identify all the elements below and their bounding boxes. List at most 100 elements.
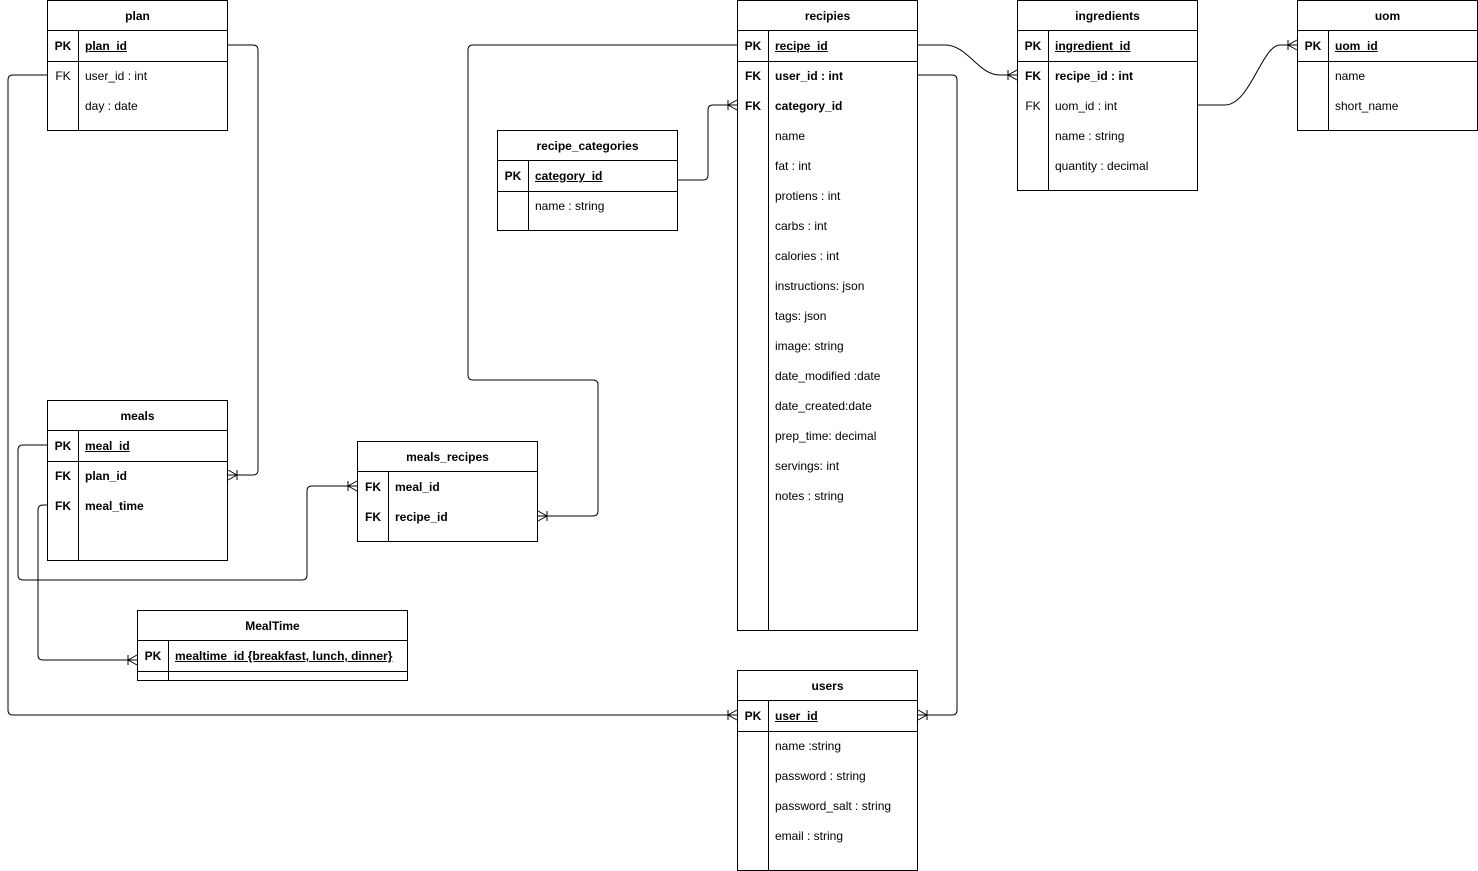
crows-foot-many-marker (537, 510, 548, 522)
key-column-divider (1048, 31, 1049, 190)
attribute-name: recipe_id (775, 39, 828, 53)
recipies-ingredients-link (918, 44, 1017, 76)
attribute-row-tags[interactable]: tags: json (738, 301, 917, 331)
attribute-row-day[interactable]: day : date (48, 91, 227, 121)
attribute-name: date_modified :date (775, 369, 881, 383)
entity-title: plan (48, 1, 227, 31)
key-type: FK (55, 69, 71, 83)
attribute-row-quantity[interactable]: quantity : decimal (1018, 151, 1197, 181)
attribute-row-name[interactable]: name : string (1018, 121, 1197, 151)
primary-key-divider (48, 61, 227, 62)
attribute-name: day : date (85, 99, 138, 113)
attribute-row-ingredient-id[interactable]: PK ingredient_id (1018, 31, 1197, 61)
crows-foot-many-marker (227, 469, 238, 481)
key-type (738, 821, 768, 851)
attribute-row-instructions[interactable]: instructions: json (738, 271, 917, 301)
attribute-row-uom-id[interactable]: PK uom_id (1298, 31, 1477, 61)
recipies-mealsrecipes-link (467, 44, 737, 517)
primary-key-divider (1298, 61, 1477, 62)
entity-title: MealTime (138, 611, 407, 641)
attribute-row-fat[interactable]: fat : int (738, 151, 917, 181)
key-type (738, 791, 768, 821)
plan-users-link (7, 74, 737, 716)
entity-title: users (738, 671, 917, 701)
attribute-name: ingredient_id (1055, 39, 1131, 53)
attribute-row-password[interactable]: password : string (738, 761, 917, 791)
attribute-row-password-salt[interactable]: password_salt : string (738, 791, 917, 821)
attribute-row-short-name[interactable]: short_name (1298, 91, 1477, 121)
key-type (738, 451, 768, 481)
plan-meals-link (228, 44, 259, 476)
primary-key-divider (48, 461, 227, 462)
attribute-row-date-modified[interactable]: date_modified :date (738, 361, 917, 391)
key-type (1018, 121, 1048, 151)
primary-key-divider (138, 671, 407, 672)
key-type: PK (144, 649, 162, 663)
attribute-name: recipe_id : int (1055, 69, 1134, 83)
key-type (738, 481, 768, 511)
attribute-row-date-created-date[interactable]: date_created:date (738, 391, 917, 421)
entity-title: meals (48, 401, 227, 431)
attribute-row-email[interactable]: email : string (738, 821, 917, 851)
attribute-row-carbs[interactable]: carbs : int (738, 211, 917, 241)
attribute-row-notes[interactable]: notes : string (738, 481, 917, 511)
key-type (48, 91, 78, 121)
attribute-row-name[interactable]: name :string (738, 731, 917, 761)
attribute-name: password_salt : string (775, 799, 892, 813)
key-type: PK (1304, 39, 1322, 53)
attribute-name: notes : string (775, 489, 844, 503)
entity-title: uom (1298, 1, 1477, 31)
attribute-name: protiens : int (775, 189, 841, 203)
attribute-name: mealtime_id {breakfast, lunch, dinner} (175, 649, 393, 663)
attribute-name: recipe_id (395, 510, 448, 524)
key-type: FK (55, 499, 71, 513)
attribute-name: email : string (775, 829, 844, 843)
key-type (738, 331, 768, 361)
ingredients-uom-link (1198, 44, 1297, 106)
key-column-divider (1328, 31, 1329, 130)
key-type (1298, 61, 1328, 91)
key-type (738, 151, 768, 181)
attribute-row-name[interactable]: name : string (498, 191, 677, 221)
attribute-row-calories[interactable]: calories : int (738, 241, 917, 271)
attribute-row-image[interactable]: image: string (738, 331, 917, 361)
attribute-row-name[interactable]: name (1298, 61, 1477, 91)
attribute-row-protiens[interactable]: protiens : int (738, 181, 917, 211)
primary-key-divider (498, 191, 677, 192)
attribute-row-prep-time[interactable]: prep_time: decimal (738, 421, 917, 451)
attribute-row-mealtime-id[interactable]: PK mealtime_id {breakfast, lunch, dinner} (138, 641, 407, 671)
attribute-name: carbs : int (775, 219, 828, 233)
attribute-row-servings[interactable]: servings: int (738, 451, 917, 481)
attribute-name: uom_id (1335, 39, 1378, 53)
meals-mealsrecipes-link (17, 444, 357, 581)
key-type: PK (1024, 39, 1042, 53)
key-type: FK (745, 69, 761, 83)
attribute-name: name : string (1055, 129, 1125, 143)
meals-mealtime-link (37, 504, 137, 661)
attribute-row-name[interactable]: name (738, 121, 917, 151)
